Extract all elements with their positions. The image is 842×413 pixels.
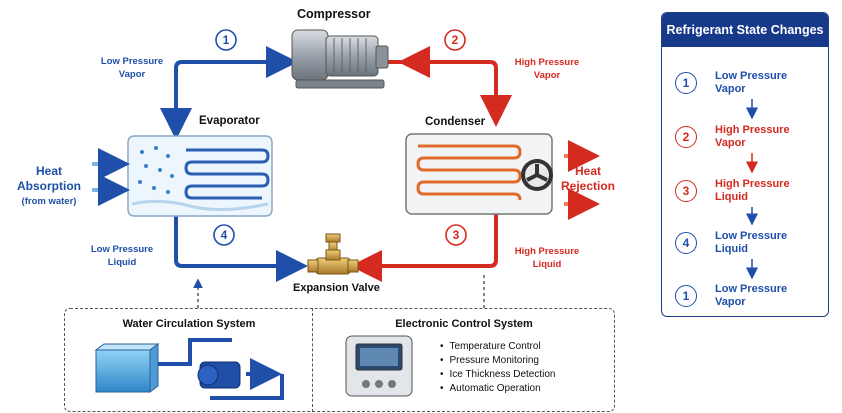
legend-arrows xyxy=(746,99,758,280)
legend-item-number: 4 xyxy=(675,232,697,254)
heat-absorption-arrows xyxy=(92,148,130,206)
condenser-label: Condenser xyxy=(425,116,486,128)
stage-4-number: 4 xyxy=(220,228,228,242)
legend-item-number: 1 xyxy=(675,285,697,307)
expansion-valve-illustration xyxy=(307,233,359,275)
pipe-high-pressure-liquid xyxy=(350,214,498,282)
pipe-low-pressure-vapor xyxy=(174,46,298,136)
stage-circles xyxy=(213,29,467,246)
systems-divider xyxy=(312,308,313,412)
compressor-illustration xyxy=(291,29,389,89)
stage-2-number: 2 xyxy=(451,33,459,47)
water-system-title: Water Circulation System xyxy=(122,318,256,330)
evaporator-label: Evaporator xyxy=(199,115,260,127)
systems-panel xyxy=(64,308,615,412)
pipe-high-pressure-vapor xyxy=(388,60,512,127)
pipe-low-pressure-liquid xyxy=(174,214,296,268)
control-system-title: Electronic Control System xyxy=(395,318,533,330)
legend-item-number: 3 xyxy=(675,180,697,202)
compressor-label: Compressor xyxy=(297,7,371,21)
legend-item-number: 1 xyxy=(675,72,697,94)
legend-title: Refrigerant State Changes xyxy=(662,13,828,47)
control-feature: Temperature Control xyxy=(440,341,541,352)
control-feature: Pressure Monitoring xyxy=(440,355,539,366)
control-feature: Automatic Operation xyxy=(440,383,541,394)
legend-item-number: 2 xyxy=(675,126,697,148)
expansion-valve-label: Expansion Valve xyxy=(293,282,380,294)
evaporator-illustration xyxy=(127,135,273,217)
refrigerant-pipes xyxy=(160,46,512,282)
water-circulation-illustration xyxy=(94,338,284,400)
stage-1-number: 1 xyxy=(222,33,230,47)
legend-panel: Refrigerant State Changes 1 Low Pressure… xyxy=(661,12,829,317)
control-feature: Ice Thickness Detection xyxy=(440,369,556,380)
heat-rejection-arrows xyxy=(564,140,600,220)
controller-illustration xyxy=(345,335,413,397)
condenser-illustration xyxy=(405,133,553,215)
stage-3-number: 3 xyxy=(452,228,460,242)
